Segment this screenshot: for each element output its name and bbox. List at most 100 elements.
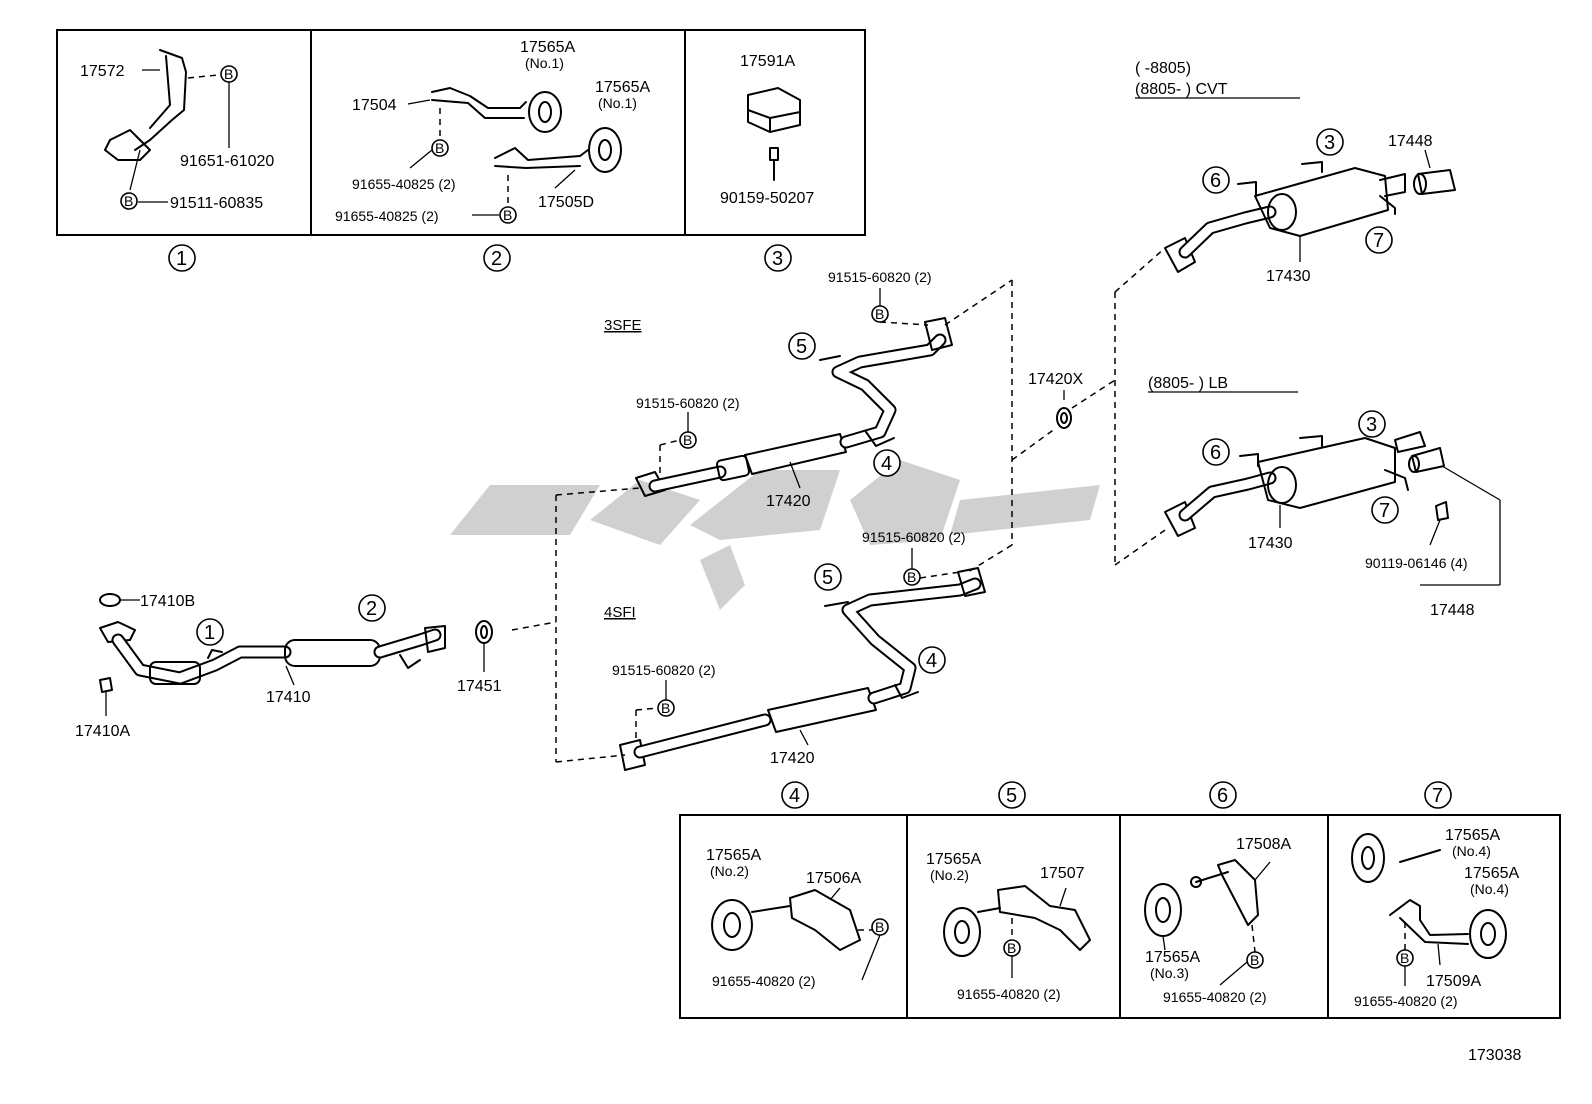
- part-17565a-label: 17565A: [926, 851, 981, 868]
- callout-3-cvt: 3: [1316, 128, 1344, 156]
- part-91511-60835-label: 91511-60835: [170, 195, 263, 212]
- svg-text:B: B: [683, 432, 692, 448]
- callout-2-main: 2: [358, 594, 386, 622]
- callout-7-lb: 7: [1371, 496, 1399, 524]
- inset-box-5: B 17565A (No.2) 17507 91655-40820 (2): [926, 851, 1091, 1002]
- svg-text:3: 3: [772, 248, 783, 270]
- bolt-symbol: [499, 206, 517, 224]
- svg-text:B: B: [124, 193, 133, 209]
- part-17565a-label: 17565A: [1445, 827, 1500, 844]
- callout-2: 2: [483, 244, 511, 272]
- callout-4-bottom: 4: [781, 781, 809, 809]
- bolt-symbol: [431, 139, 449, 157]
- part-91655-40825-label: 91655-40825 (2): [352, 176, 456, 192]
- part-17410b-label: 17410B: [140, 593, 195, 610]
- watermark-logo: [450, 460, 1100, 610]
- engine-4sfi-label: 4SFI: [604, 604, 636, 621]
- gasket-17451: 17451: [457, 620, 502, 695]
- inset-box-1: B B 17572 91651-61020 91511-60835: [80, 49, 274, 212]
- no2-label: (No.2): [930, 867, 969, 883]
- part-17420x-label: 17420X: [1028, 371, 1083, 388]
- svg-text:4: 4: [881, 453, 892, 475]
- callout-7-cvt: 7: [1365, 226, 1393, 254]
- no4-label: (No.4): [1470, 881, 1509, 897]
- callout-3-lb: 3: [1358, 410, 1386, 438]
- callout-5-bottom: 5: [998, 781, 1026, 809]
- svg-text:2: 2: [366, 598, 377, 620]
- part-17410-label: 17410: [266, 689, 311, 706]
- no2-label: (No.2): [710, 863, 749, 879]
- svg-text:B: B: [661, 700, 670, 716]
- part-91655-40820-label: 91655-40820 (2): [1354, 993, 1458, 1009]
- top-inset-frame: [56, 29, 866, 236]
- part-17420-label: 17420: [770, 750, 815, 767]
- svg-text:B: B: [1007, 940, 1016, 956]
- callout-5-upper: 5: [788, 332, 816, 360]
- svg-text:7: 7: [1432, 785, 1443, 807]
- callout-6-cvt: 6: [1202, 166, 1230, 194]
- part-17448-label: 17448: [1388, 133, 1433, 150]
- svg-text:1: 1: [204, 622, 215, 644]
- part-90159-50207-label: 90159-50207: [720, 190, 814, 207]
- callout-1-main: 1: [196, 618, 224, 646]
- bolt-symbol: [120, 192, 138, 210]
- svg-text:3: 3: [1324, 132, 1335, 154]
- svg-text:4: 4: [926, 650, 937, 672]
- part-91655-40820-label: 91655-40820 (2): [1163, 989, 1267, 1005]
- callout-1: 1: [168, 244, 196, 272]
- gasket-17420x: 17420X: [1011, 371, 1116, 461]
- inset-box-7: B 17565A (No.4) 17565A (No.4) 17509A 916…: [1351, 827, 1519, 1009]
- part-17509a-label: 17509A: [1426, 973, 1481, 990]
- svg-text:5: 5: [1006, 785, 1017, 807]
- variant-lb-line: (8805- ) LB: [1148, 375, 1228, 392]
- no3-label: (No.3): [1150, 965, 1189, 981]
- part-17565a-label: 17565A: [520, 39, 575, 56]
- callout-6-lb: 6: [1202, 438, 1230, 466]
- svg-text:3: 3: [1366, 414, 1377, 436]
- part-91515-60820-label: 91515-60820 (2): [636, 395, 740, 411]
- svg-text:7: 7: [1373, 230, 1384, 252]
- variant-cvt-line2: (8805- ) CVT: [1135, 81, 1228, 98]
- callout-4-lower: 4: [918, 646, 946, 674]
- sheet-id: 173038: [1468, 1047, 1521, 1064]
- svg-text:B: B: [875, 306, 884, 322]
- part-91651-61020-label: 91651-61020: [180, 153, 274, 170]
- variant-cvt-line1: ( -8805): [1135, 60, 1191, 77]
- svg-text:B: B: [1400, 950, 1409, 966]
- part-17572-label: 17572: [80, 63, 125, 80]
- svg-text:7: 7: [1379, 500, 1390, 522]
- inset-box-6: B 17508A 17565A (No.3) 91655-40820 (2): [1144, 836, 1291, 1005]
- part-91655-40825-label: 91655-40825 (2): [335, 208, 439, 224]
- part-17420-label: 17420: [766, 493, 811, 510]
- svg-text:B: B: [907, 569, 916, 585]
- part-17508a-label: 17508A: [1236, 836, 1291, 853]
- part-17507-label: 17507: [1040, 865, 1085, 882]
- connection-lines-right: [1114, 247, 1169, 566]
- part-17565a-label: 17565A: [1464, 865, 1519, 882]
- part-17565a-label: 17565A: [706, 847, 761, 864]
- inset-box-4: B 17565A (No.2) 17506A 91655-40820 (2): [706, 847, 889, 989]
- svg-text:5: 5: [822, 567, 833, 589]
- part-17430-label: 17430: [1266, 268, 1311, 285]
- svg-text:6: 6: [1210, 170, 1221, 192]
- inset-box-3: 17591A 90159-50207: [720, 53, 814, 207]
- bolt-symbol: [1246, 951, 1264, 969]
- callout-7-bottom: 7: [1424, 781, 1452, 809]
- callout-6-bottom: 6: [1209, 781, 1237, 809]
- svg-text:4: 4: [789, 785, 800, 807]
- svg-text:B: B: [224, 66, 233, 82]
- svg-text:6: 6: [1217, 785, 1228, 807]
- center-pipe-17420-3sfe: B B 91515-60820 (2) 91515-60820 (2) 1742…: [635, 269, 953, 510]
- part-17505d-label: 17505D: [538, 194, 594, 211]
- part-17565a-label: 17565A: [1145, 949, 1200, 966]
- no1-label: (No.1): [525, 55, 564, 71]
- part-91655-40820-label: 91655-40820 (2): [712, 973, 816, 989]
- part-91515-60820-label: 91515-60820 (2): [612, 662, 716, 678]
- svg-text:B: B: [503, 207, 512, 223]
- svg-text:B: B: [875, 919, 884, 935]
- part-90119-06146-label: 90119-06146 (4): [1365, 555, 1467, 571]
- part-91655-40820-label: 91655-40820 (2): [957, 986, 1061, 1002]
- svg-text:B: B: [435, 140, 444, 156]
